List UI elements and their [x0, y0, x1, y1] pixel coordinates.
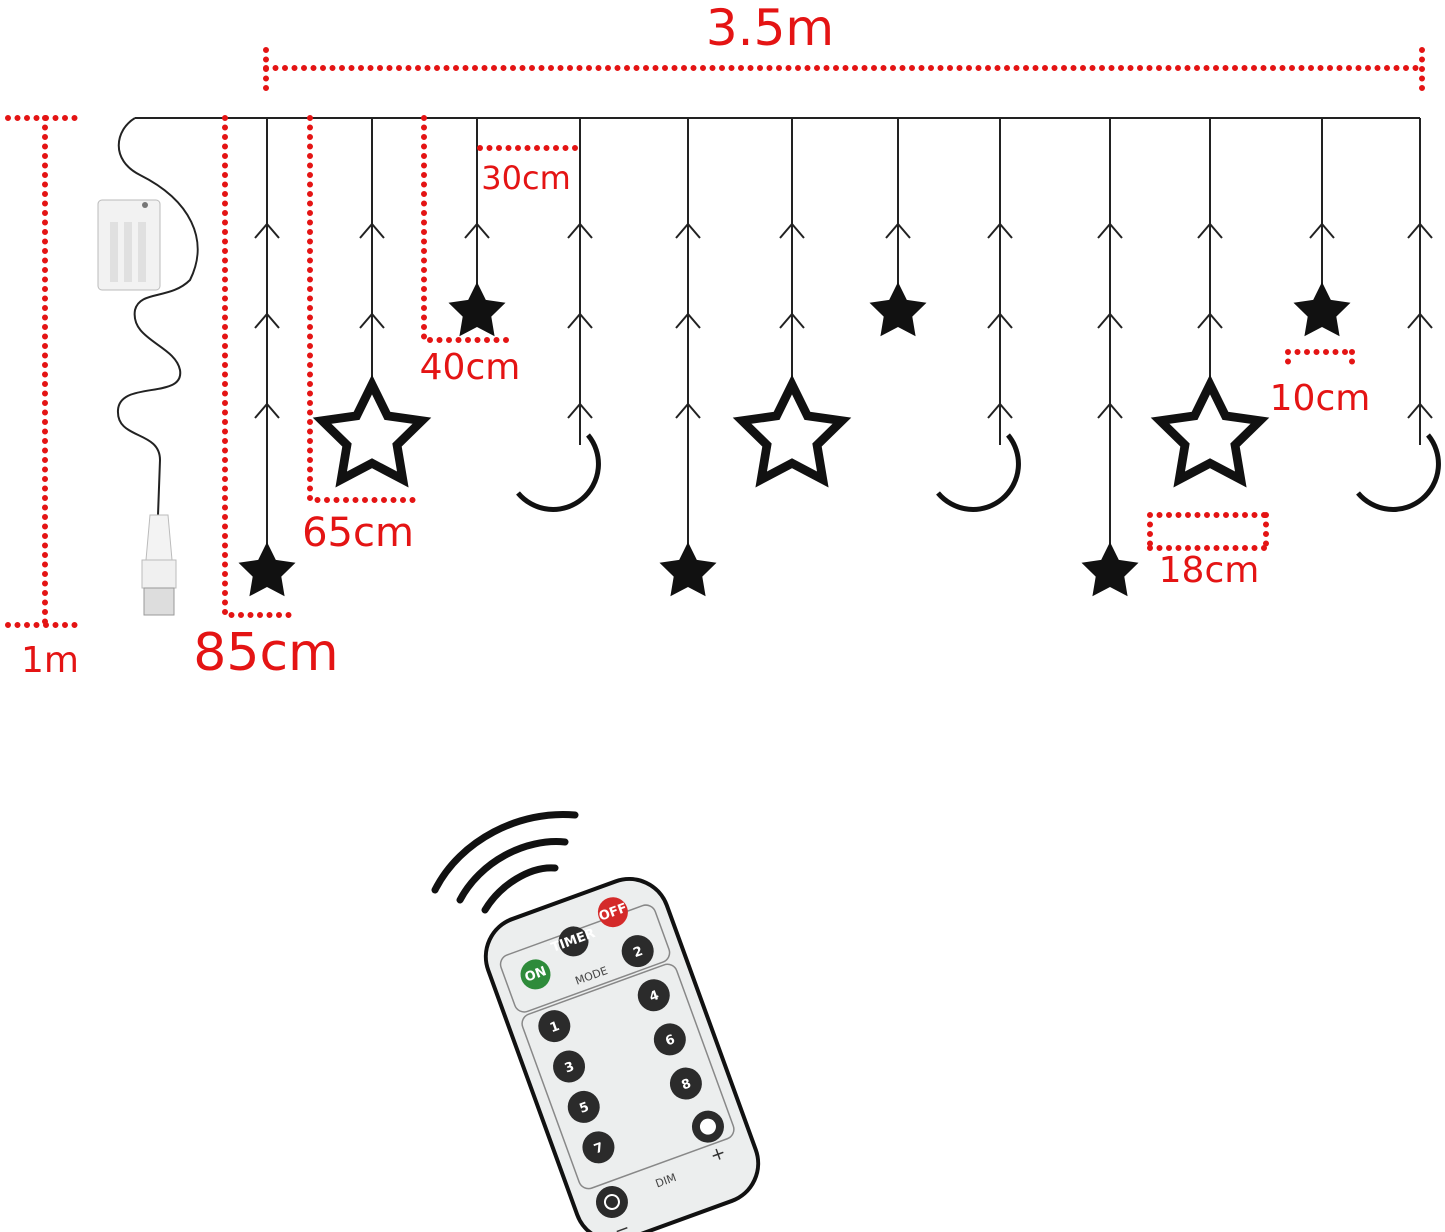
- bulb-tick: [1197, 313, 1223, 329]
- dimension-65cm: 65cm: [302, 115, 418, 556]
- mode-button-8[interactable]: 8: [665, 1063, 706, 1104]
- label-width: 3.5m: [706, 0, 834, 57]
- bulb-tick: [675, 313, 701, 329]
- dimension-85cm: 85cm: [193, 115, 339, 683]
- light-strand: [742, 118, 842, 480]
- mode-button-6[interactable]: 6: [649, 1019, 690, 1060]
- light-strand: [448, 118, 506, 337]
- dimension-10cm: 10cm: [1270, 349, 1371, 419]
- star-icon: [1081, 542, 1139, 597]
- dim-plus-button[interactable]: [687, 1106, 728, 1147]
- label-65cm: 65cm: [302, 510, 414, 556]
- bulb-tick: [359, 313, 385, 329]
- light-strand: [238, 118, 296, 597]
- label-30cm: 30cm: [481, 159, 570, 197]
- usb-plug: [141, 514, 177, 616]
- moon-icon: [1356, 433, 1441, 512]
- power-cable: [116, 117, 199, 516]
- moon-icon: [936, 433, 1021, 512]
- bulb-tick: [779, 223, 805, 239]
- star-outline-icon: [1160, 385, 1260, 480]
- label-10cm: 10cm: [1270, 378, 1371, 419]
- star-icon: [238, 542, 296, 597]
- bulb-tick: [254, 313, 280, 329]
- label-40cm: 40cm: [420, 347, 521, 388]
- light-strand: [1081, 118, 1139, 597]
- bulb-tick: [567, 403, 593, 419]
- moon-icon: [516, 433, 601, 512]
- mode-button-1[interactable]: 1: [534, 1006, 575, 1047]
- star-icon: [869, 282, 927, 337]
- dimension-18cm: 18cm: [1147, 512, 1269, 591]
- light-strand: [516, 118, 601, 512]
- bulb-tick: [1407, 403, 1433, 419]
- label-85cm: 85cm: [193, 623, 338, 683]
- dimension-30cm: 30cm: [477, 145, 581, 197]
- dimension-width: 3.5m: [263, 0, 1425, 93]
- bulb-tick: [464, 223, 490, 239]
- dimension-height: 1m: [5, 115, 83, 681]
- bulb-tick: [1407, 313, 1433, 329]
- bulb-tick: [1097, 313, 1123, 329]
- bulb-tick: [1407, 223, 1433, 239]
- bulb-tick: [987, 223, 1013, 239]
- star-icon: [1293, 282, 1351, 337]
- signal-waves-icon: [431, 810, 579, 914]
- bulb-tick: [567, 223, 593, 239]
- bulb-tick: [567, 313, 593, 329]
- bulb-tick: [1097, 223, 1123, 239]
- bulb-tick: [675, 403, 701, 419]
- mode-button-7[interactable]: 7: [578, 1127, 619, 1168]
- label-18cm: 18cm: [1159, 550, 1260, 591]
- dimension-40cm: 40cm: [420, 115, 521, 388]
- light-strand: [936, 118, 1021, 512]
- on-button[interactable]: ON: [516, 955, 554, 993]
- bulb-tick: [1309, 223, 1335, 239]
- bulb-tick: [1197, 223, 1223, 239]
- off-button[interactable]: OFF: [594, 893, 632, 931]
- bulb-tick: [254, 403, 280, 419]
- bulb-tick: [987, 403, 1013, 419]
- mode-button-3[interactable]: 3: [549, 1046, 590, 1087]
- plus-label: +: [707, 1142, 728, 1167]
- bulb-tick: [359, 223, 385, 239]
- mode-button-4[interactable]: 4: [633, 975, 674, 1016]
- light-strand: [1160, 118, 1260, 480]
- svg-text:ON: ON: [523, 964, 549, 986]
- label-height: 1m: [21, 640, 79, 681]
- star-outline-icon: [742, 385, 842, 480]
- mode-button-5[interactable]: 5: [563, 1086, 604, 1127]
- star-icon: [659, 542, 717, 597]
- bulb-tick: [675, 223, 701, 239]
- light-strand: [322, 118, 422, 480]
- bulb-tick: [1097, 403, 1123, 419]
- battery-box: [97, 199, 161, 291]
- dim-minus-button[interactable]: [591, 1181, 632, 1222]
- light-strand: [1293, 118, 1351, 337]
- light-strand: [659, 118, 717, 597]
- light-strand: [1356, 118, 1441, 512]
- bulb-tick: [987, 313, 1013, 329]
- bulb-tick: [779, 313, 805, 329]
- star-outline-icon: [322, 385, 422, 480]
- star-icon: [448, 282, 506, 337]
- bulb-tick: [885, 223, 911, 239]
- bulb-tick: [254, 223, 280, 239]
- mode-button-2[interactable]: 2: [617, 931, 658, 972]
- light-strand: [869, 118, 927, 337]
